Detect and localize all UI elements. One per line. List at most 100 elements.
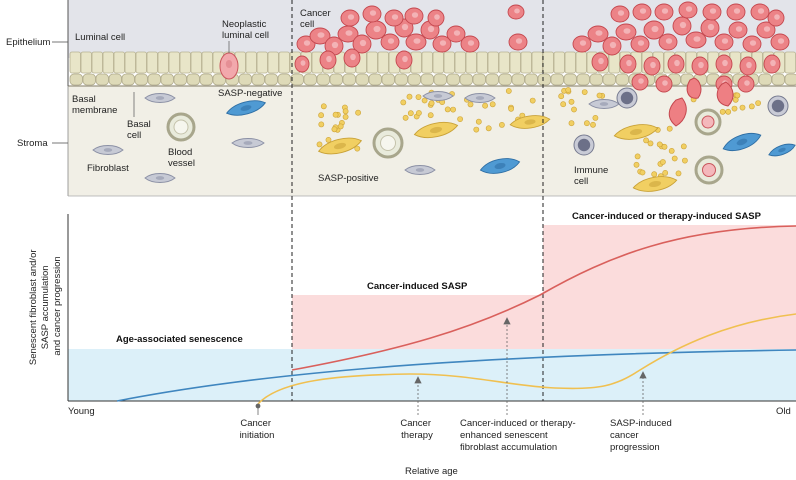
cancer-cell-label-1: Cancer — [300, 8, 331, 19]
sasp-dot — [427, 112, 434, 119]
cancer-cell-nucleus — [387, 38, 395, 44]
basal-cell — [342, 73, 356, 86]
sasp-dot — [415, 94, 422, 100]
sasp-dot — [675, 170, 682, 177]
basal-cell — [420, 73, 434, 86]
cancer-cell-nucleus — [709, 8, 717, 14]
basal-cell — [576, 73, 590, 86]
sasp-dot — [332, 111, 339, 118]
basal-cell-label-2: cell — [127, 130, 141, 141]
fibroblast-nucleus — [103, 148, 113, 152]
luminal-cell — [432, 51, 444, 74]
basal-cell — [316, 73, 330, 86]
luminal-cell — [410, 51, 422, 74]
basal-cell — [771, 73, 785, 86]
basal-cell — [394, 73, 408, 86]
neoplastic-label-1: Neoplastic — [222, 19, 267, 30]
sasp-dot — [318, 112, 324, 119]
sasp-dot — [428, 100, 435, 107]
progression-graph: Age-associated senescence Cancer-induced… — [28, 0, 796, 477]
basal-cell — [121, 73, 135, 86]
sasp-dot — [421, 97, 428, 104]
fibroblast-nucleus — [415, 168, 425, 172]
cancer-cell-nucleus — [467, 40, 475, 46]
fibroblast-nucleus — [433, 94, 443, 98]
basal-cell — [264, 73, 278, 86]
sasp-dot — [400, 99, 407, 106]
cancer-cell-nucleus — [650, 61, 656, 69]
luminal-cell — [476, 51, 488, 74]
cancer-cell-nucleus — [626, 59, 632, 67]
luminal-cell — [278, 51, 290, 74]
blood-vessel-label-2: vessel — [168, 158, 195, 169]
sasp-dot — [444, 106, 451, 113]
basal-cell-label-1: Basal — [127, 119, 151, 130]
basal-cell — [589, 73, 603, 86]
cancer-cell-nucleus — [637, 40, 645, 46]
luminal-cell — [124, 51, 136, 74]
cancer-cell-nucleus — [693, 36, 701, 42]
basal-cell — [498, 73, 512, 86]
stroma-label: Stroma — [17, 138, 48, 149]
basal-cell — [446, 73, 460, 86]
fibroblast-nucleus — [629, 128, 643, 136]
basal-cell — [381, 73, 395, 86]
x-axis-label: Relative age — [405, 466, 458, 477]
cancer-cell-nucleus — [757, 8, 765, 14]
cancer-cell-nucleus — [401, 23, 409, 31]
sasp-dot — [407, 110, 414, 117]
neoplastic-label-2: luminal cell — [222, 30, 269, 41]
fibroblast-nucleus — [155, 96, 165, 100]
cancer-cell-nucleus — [749, 40, 757, 46]
basal-membrane-label-2: membrane — [72, 105, 117, 116]
sasp-dot — [331, 126, 338, 133]
sasp-dot — [529, 97, 536, 104]
basal-cell — [550, 73, 564, 86]
sasp-dot — [662, 169, 669, 176]
event-initiation-label: Cancer initiation — [240, 418, 275, 441]
sasp-dot — [473, 126, 480, 133]
sasp-dot — [725, 108, 732, 115]
sasp-dot — [668, 147, 675, 154]
luminal-cell — [146, 51, 158, 74]
blood-vessel — [694, 108, 722, 136]
fibroblast-cells — [92, 91, 796, 192]
event-pointers — [255, 317, 647, 415]
sasp-dot — [560, 101, 567, 108]
sasp-dot — [320, 103, 327, 110]
cancer-cell-nucleus — [373, 25, 381, 33]
basal-cell — [160, 73, 174, 86]
sasp-dot — [643, 137, 649, 144]
luminal-cell — [784, 51, 796, 74]
immune-cell-nucleus — [577, 138, 591, 152]
fibroblast-nucleus — [494, 162, 506, 170]
luminal-cell — [377, 51, 389, 74]
basal-cell — [251, 73, 265, 86]
cancer-cell-nucleus — [579, 40, 587, 46]
cancer-cell-nucleus — [453, 30, 461, 36]
basal-cell — [472, 73, 486, 86]
basal-cell-row — [69, 73, 796, 86]
luminal-cell — [168, 51, 180, 74]
cancer-cell-nucleus — [721, 38, 729, 44]
cancer-cell-nucleus — [359, 39, 367, 47]
basal-cell — [615, 73, 629, 86]
sasp-dot — [634, 153, 641, 160]
basal-cell — [407, 73, 421, 86]
luminal-cell — [366, 51, 378, 74]
cancer-cell-nucleus — [595, 30, 603, 36]
sasp-dot — [457, 116, 463, 122]
sasp-dot — [489, 101, 496, 108]
luminal-cell — [564, 51, 576, 74]
luminal-cell — [421, 51, 433, 74]
sasp-dot — [647, 140, 654, 147]
sasp-dot — [739, 104, 746, 111]
x-start-label: Young — [68, 406, 95, 417]
basal-cell — [355, 73, 369, 86]
sasp-dot — [671, 155, 678, 162]
sasp-dot — [581, 89, 588, 95]
sasp-dot — [633, 161, 640, 168]
cancer-cell-nucleus — [598, 57, 604, 65]
age-zone-label: Age-associated senescence — [116, 334, 243, 345]
cancer-cell-nucleus — [746, 61, 752, 69]
